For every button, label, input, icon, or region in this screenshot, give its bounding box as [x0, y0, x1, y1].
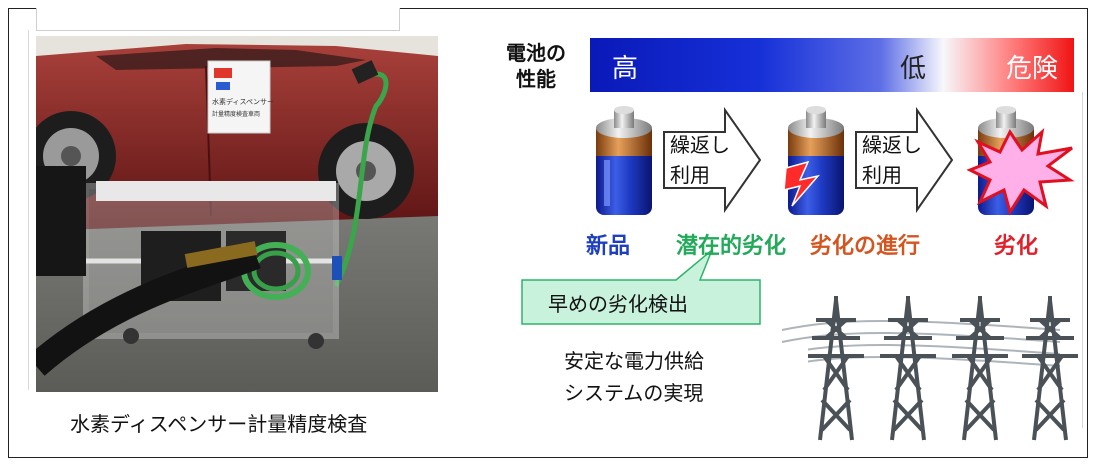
arrow-1-shape: [663, 106, 762, 214]
arrow-2-line2: 利用: [862, 163, 902, 187]
stage-latent-label: 潜在的劣化: [676, 234, 787, 259]
callout-bubble: [521, 249, 761, 325]
arrow-1-line2: 利用: [670, 163, 710, 187]
callout-text: 早めの劣化検出: [548, 292, 688, 316]
supply-text: 安定な電力供給 システムの実現: [556, 345, 808, 417]
arrow-2-label: 繰返し 利用: [862, 130, 922, 190]
performance-label-line2: 性能: [516, 67, 556, 91]
stage-progress-label: 劣化の進行: [810, 234, 921, 259]
stage-degraded-label: 劣化: [994, 234, 1039, 259]
performance-high: 高: [612, 54, 639, 84]
arrow-1-line1: 繰返し: [670, 133, 730, 157]
sign-text-1: 水素ディスペンサー: [212, 97, 274, 106]
arrow-2-line1: 繰返し: [862, 133, 922, 157]
dispenser-photo: 水素ディスペンサー 計量精度検査車両: [36, 36, 438, 392]
performance-label: 電池の 性能: [506, 40, 566, 92]
left-divider: [28, 30, 29, 390]
supply-line1: 安定な電力供給: [564, 349, 704, 373]
battery-new-icon: [596, 106, 652, 215]
tower-icon: [808, 296, 864, 441]
performance-bar: 高 低 危険: [590, 38, 1074, 92]
supply-line2: システムの実現: [564, 381, 704, 405]
arrow-2-shape: [855, 106, 954, 214]
performance-label-line1: 電池の: [506, 41, 566, 65]
stage-new-label: 新品: [586, 234, 631, 259]
sign-text-2: 計量精度検査車両: [212, 110, 260, 118]
arrow-1-label: 繰返し 利用: [670, 130, 730, 190]
battery-latent-icon: [783, 106, 844, 215]
performance-danger: 危険: [1006, 54, 1059, 84]
performance-low: 低: [900, 54, 927, 84]
photo-caption: 水素ディスペンサー計量精度検査: [70, 412, 368, 436]
top-text-box: [36, 8, 400, 31]
right-divider: [1082, 92, 1083, 428]
battery-degraded-icon: [966, 106, 1075, 216]
explosion-icon: [966, 127, 1075, 216]
